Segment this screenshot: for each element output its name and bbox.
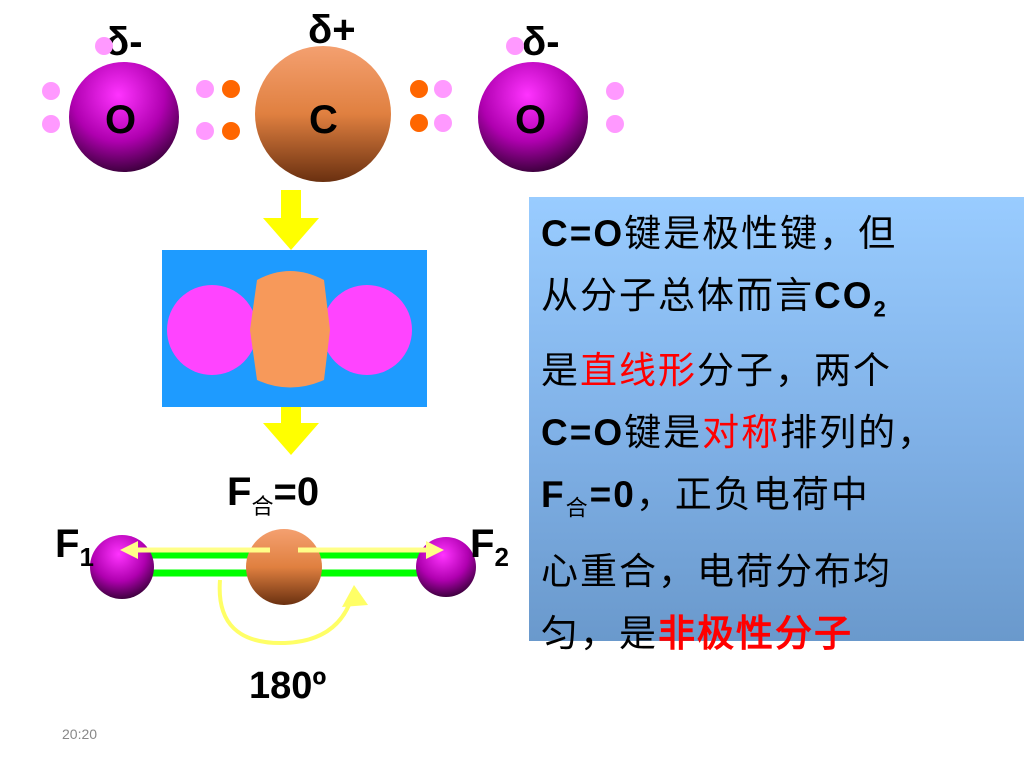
explanation-line: C=O键是极性键，但 [541,212,898,255]
explanation-box: C=O键是极性键，但 从分子总体而言CO2 是直线形分子，两个 C=O键是对称排… [529,197,1024,655]
right-atom-label: O [515,98,547,142]
explanation-line: 从分子总体而言CO2 [541,274,888,322]
bond-electron-dot [434,114,452,132]
atoms-svg [69,46,588,182]
bond-electron-dot [410,114,428,132]
left-atom-label: O [105,98,137,142]
oxygen-atom-right [478,62,588,172]
right-charge-label: δ- [522,20,560,64]
lone-pair-dot [506,37,524,55]
bond-electron-dot [222,80,240,98]
explanation-text: C=O键是极性键，但 从分子总体而言CO2 是直线形分子，两个 C=O键是对称排… [541,203,1021,665]
explanation-line: 心重合，电荷分布均 [541,549,892,593]
explanation-line: F合=0，正负电荷中 [541,473,870,522]
lone-pair-dot [606,82,624,100]
down-arrow-icon [263,190,319,250]
force-f2-label: F2 [470,522,509,572]
co2-electron-diagram: δ- δ+ δ- O C O [0,0,660,200]
space-filling-model [162,250,427,407]
lone-pair-dot [95,37,113,55]
bond-electron-dot [410,80,428,98]
bond-electron-dot [434,80,452,98]
lone-pair-dot [42,82,60,100]
bond-electron-dot [222,122,240,140]
slide-timestamp: 20:20 [62,726,98,742]
center-atom-label: C [309,98,338,142]
down-arrow-icon [263,395,319,455]
center-charge-label: δ+ [308,8,356,52]
bond-angle-label: 180º [249,665,327,707]
lone-pair-dot [606,115,624,133]
lone-pair-dot [42,115,60,133]
resultant-force-label: F合=0 [227,470,320,520]
force-diagram [90,529,476,646]
explanation-line: 匀，是非极性分子 [541,611,853,655]
bond-electron-dot [196,122,214,140]
force-f1-label: F1 [55,522,94,572]
carbon-atom [255,46,391,182]
oxygen-atom-left [69,62,179,172]
bond-electron-dot [196,80,214,98]
explanation-line: C=O键是对称排列的， [541,411,937,455]
explanation-line: 是直线形分子，两个 [541,349,892,393]
